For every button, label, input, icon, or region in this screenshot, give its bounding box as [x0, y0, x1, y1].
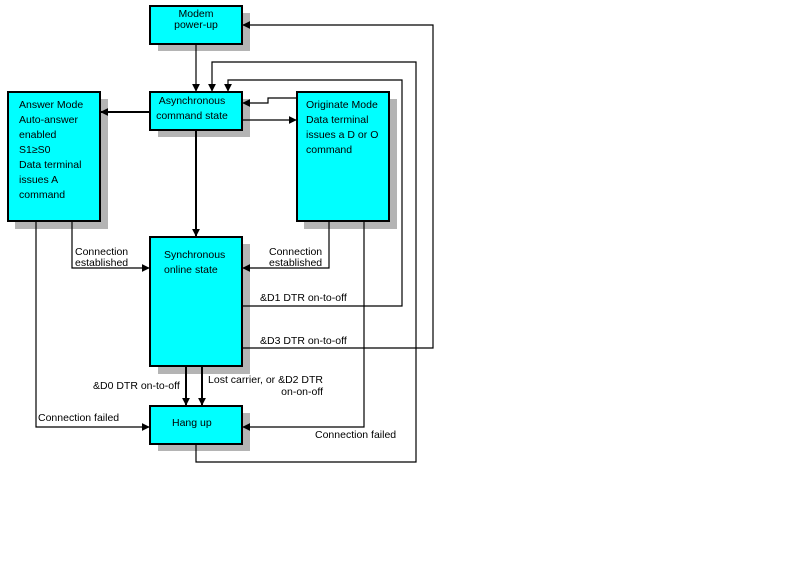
- edge-d1: [224, 79, 403, 307]
- originate-box: [296, 91, 390, 222]
- sync-label: Synchronous online state: [164, 249, 226, 276]
- edge-originate-sync: [242, 221, 330, 272]
- async-label: Asynchronous command state: [156, 95, 228, 122]
- edge-originate-async: [242, 97, 297, 107]
- answer-label: Answer Mode Auto-answer enabled S1≥S0 Da…: [19, 99, 84, 201]
- originate-label: Originate Mode Data terminal issues a D …: [306, 99, 379, 156]
- edge-d3: [242, 21, 434, 349]
- modem-box: [149, 5, 243, 45]
- edge-originate-failed: [242, 221, 365, 431]
- modem-label: Modem power-up: [174, 8, 218, 31]
- edge-answer-sync: [71, 221, 150, 272]
- answer-failed-label: Connection failed: [38, 412, 120, 424]
- answer-box: [7, 91, 101, 222]
- d0-label: &D0 DTR on-to-off: [93, 380, 180, 392]
- hangup-label: Hang up: [172, 417, 212, 429]
- originate-connection-label: Connection established: [269, 246, 323, 269]
- lost-carrier-label: Lost carrier, or &D2 DTR on-on-off: [208, 374, 323, 398]
- sync-box: [149, 236, 243, 367]
- d3-label: &D3 DTR on-to-off: [260, 335, 347, 347]
- edge-hangup-async: [195, 61, 417, 463]
- answer-connection-label: Connection established: [75, 246, 129, 269]
- async-box: [149, 91, 243, 131]
- edge-answer-failed: [35, 221, 150, 431]
- hangup-box: [149, 405, 243, 445]
- originate-failed-label: Connection failed: [315, 429, 397, 441]
- d1-label: &D1 DTR on-to-off: [260, 292, 347, 304]
